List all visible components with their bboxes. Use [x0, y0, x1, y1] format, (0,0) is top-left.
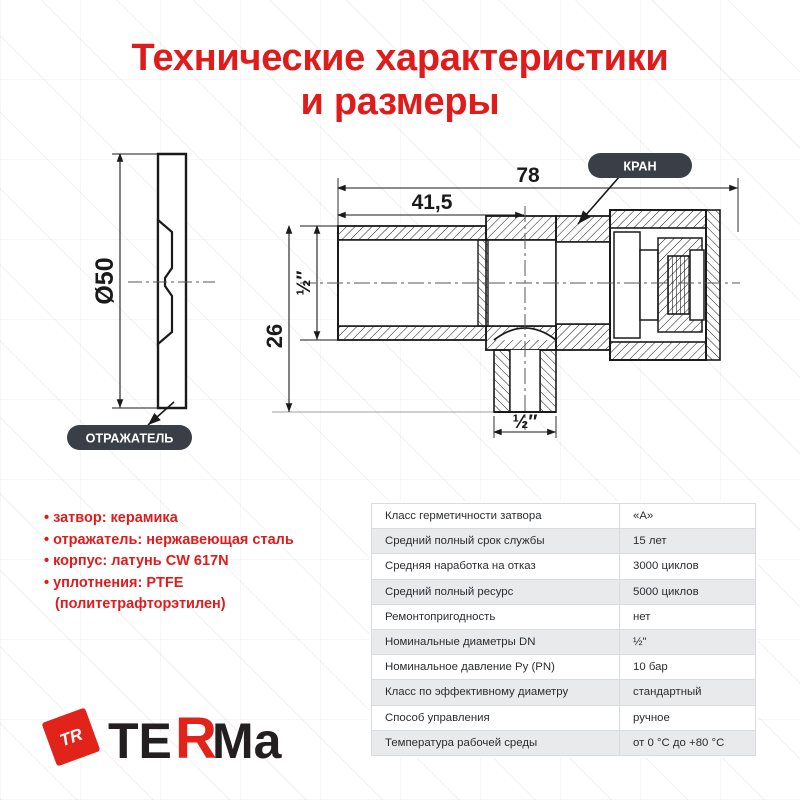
- feature-label-3: уплотнения: PTFE: [53, 574, 184, 591]
- bullet-icon: •: [44, 510, 50, 526]
- reflector-drawing: Ø50: [91, 152, 215, 426]
- table-row: Способ управления ручное: [371, 704, 756, 731]
- table-row: Класс герметичности затвора «А»: [371, 502, 756, 530]
- reflector-callout: ОТРАЖАТЕЛЬ: [67, 425, 192, 450]
- feature-item-1: •отражатель: нержавеющая сталь: [44, 530, 364, 552]
- terma-logo: TR TE R Ma: [42, 702, 302, 774]
- page-title: Технические характеристики и размеры: [0, 36, 800, 124]
- spec-value: ½": [619, 628, 756, 656]
- logo-text-part1: TE: [108, 713, 172, 769]
- spec-param: Средний полный срок службы: [371, 528, 620, 555]
- spec-value: «А»: [619, 502, 756, 530]
- dim-overall-length: 78: [516, 164, 540, 187]
- spec-value: 10 бар: [619, 654, 756, 681]
- table-row: Температура рабочей среды от 0 °C до +80…: [371, 729, 756, 756]
- spec-param: Способ управления: [371, 704, 620, 731]
- feature-list: •затвор: керамика •отражатель: нержавеющ…: [44, 508, 364, 616]
- spec-param: Ремонтопригодность: [371, 603, 620, 630]
- spec-param: Средний полный ресурс: [371, 578, 620, 605]
- table-row: Класс по эффективному диаметру стандартн…: [371, 679, 756, 706]
- title-line-2: и размеры: [300, 81, 500, 123]
- feature-label-0: затвор: керамика: [53, 510, 178, 526]
- feature-item-3: •уплотнения: PTFE: [44, 573, 364, 595]
- specifications-table: Класс герметичности затвора «А» Средний …: [371, 502, 756, 756]
- feature-label-1: отражатель: нержавеющая сталь: [53, 531, 294, 548]
- reflector-callout-label: ОТРАЖАТЕЛЬ: [86, 432, 174, 446]
- table-row: Номинальные диаметры DN ½": [371, 628, 756, 656]
- spec-param: Класс по эффективному диаметру: [371, 679, 620, 706]
- feature-item-2: •корпус: латунь CW 617N: [44, 551, 364, 573]
- title-line-1: Технические характеристики: [131, 37, 669, 79]
- spec-param: Температура рабочей среды: [371, 729, 620, 756]
- valve-drawing: 78 41,5 ½″ 26 ½″: [262, 164, 740, 438]
- logo-text-part2: R: [175, 706, 217, 771]
- table-row: Средний полный срок службы 15 лет: [371, 528, 756, 555]
- valve-callout-label: КРАН: [623, 160, 656, 174]
- feature-label-2: корпус: латунь CW 617N: [53, 553, 229, 569]
- spec-value: 3000 циклов: [619, 553, 756, 580]
- spec-param: Номинальное давление Ру (PN): [371, 654, 620, 681]
- dim-height: 26: [262, 324, 287, 348]
- spec-value: 15 лет: [619, 528, 756, 555]
- dim-outlet-thread: ½″: [513, 412, 538, 433]
- feature-item-0: •затвор: керамика: [44, 508, 364, 530]
- table-row: Ремонтопригодность нет: [371, 603, 756, 630]
- table-row: Средний полный ресурс 5000 циклов: [371, 578, 756, 605]
- dim-reflector-diameter: Ø50: [91, 257, 119, 304]
- spec-value: 5000 циклов: [619, 578, 756, 605]
- valve-callout: КРАН: [588, 153, 692, 178]
- table-row: Номинальное давление Ру (PN) 10 бар: [371, 654, 756, 681]
- logo-text-part3: Ma: [212, 713, 283, 769]
- spec-value: от 0 °C до +80 °C: [619, 729, 756, 756]
- dim-inlet-thread: ½″: [294, 271, 315, 296]
- table-row: Средняя наработка на отказ 3000 циклов: [371, 553, 756, 580]
- dim-partial-length: 41,5: [412, 191, 453, 214]
- feature-label-3-continuation: (политетрафторэтилен): [55, 596, 226, 612]
- logo-badge-icon: TR: [42, 708, 100, 766]
- technical-drawing: Ø50 ОТРАЖАТЕЛЬ: [0, 140, 800, 470]
- spec-param: Номинальные диаметры DN: [371, 628, 620, 656]
- bullet-icon: •: [44, 574, 50, 591]
- spec-value: ручное: [619, 704, 756, 731]
- spec-value: стандартный: [619, 679, 756, 706]
- spec-param: Средняя наработка на отказ: [371, 553, 620, 580]
- spec-param: Класс герметичности затвора: [371, 502, 620, 530]
- bullet-icon: •: [44, 531, 50, 548]
- spec-value: нет: [619, 603, 756, 630]
- bullet-icon: •: [44, 553, 50, 569]
